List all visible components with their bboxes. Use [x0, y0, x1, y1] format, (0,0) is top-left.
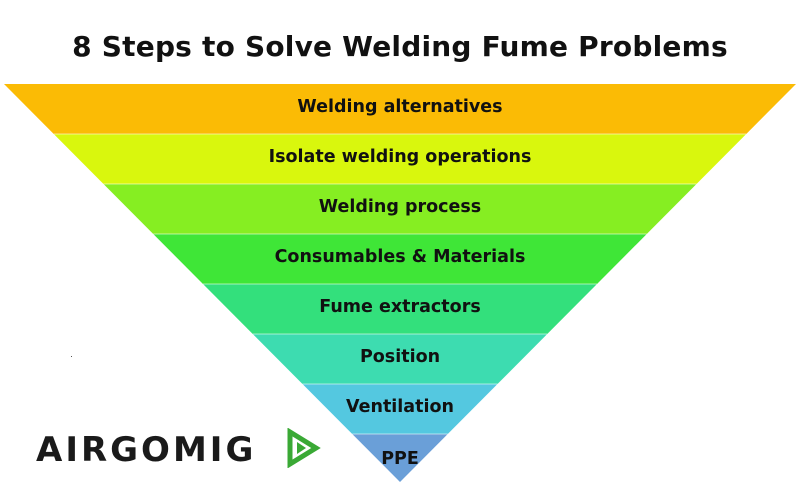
- page-title: 8 Steps to Solve Welding Fume Problems: [72, 30, 728, 63]
- funnel-layer-label-1: Welding alternatives: [297, 97, 502, 117]
- funnel-layer-label-7: Ventilation: [346, 397, 454, 417]
- funnel-layer-label-2: Isolate welding operations: [269, 147, 532, 167]
- funnel-layer-label-6: Position: [360, 347, 440, 367]
- airgomig-logo: AIRGOMIG: [36, 428, 321, 468]
- logo-text: AIRGOMIG: [36, 430, 256, 468]
- funnel-layer-label-5: Fume extractors: [319, 297, 481, 317]
- funnel-layer-7: [302, 384, 498, 434]
- funnel-layer-6: [252, 334, 548, 384]
- funnel-layer-2: [53, 134, 747, 184]
- funnel-layer-label-8: PPE: [381, 449, 419, 469]
- funnel-layer-4: [153, 234, 647, 284]
- funnel-layer-1: [4, 84, 796, 134]
- funnel-layer-label-4: Consumables & Materials: [275, 247, 526, 267]
- stray-dot: [71, 356, 72, 357]
- funnel-layer-3: [103, 184, 697, 234]
- funnel-layer-5: [202, 284, 598, 334]
- funnel-layer-label-3: Welding process: [319, 197, 481, 217]
- play-arrow-icon: [287, 428, 321, 468]
- funnel-layer-8: [352, 434, 448, 482]
